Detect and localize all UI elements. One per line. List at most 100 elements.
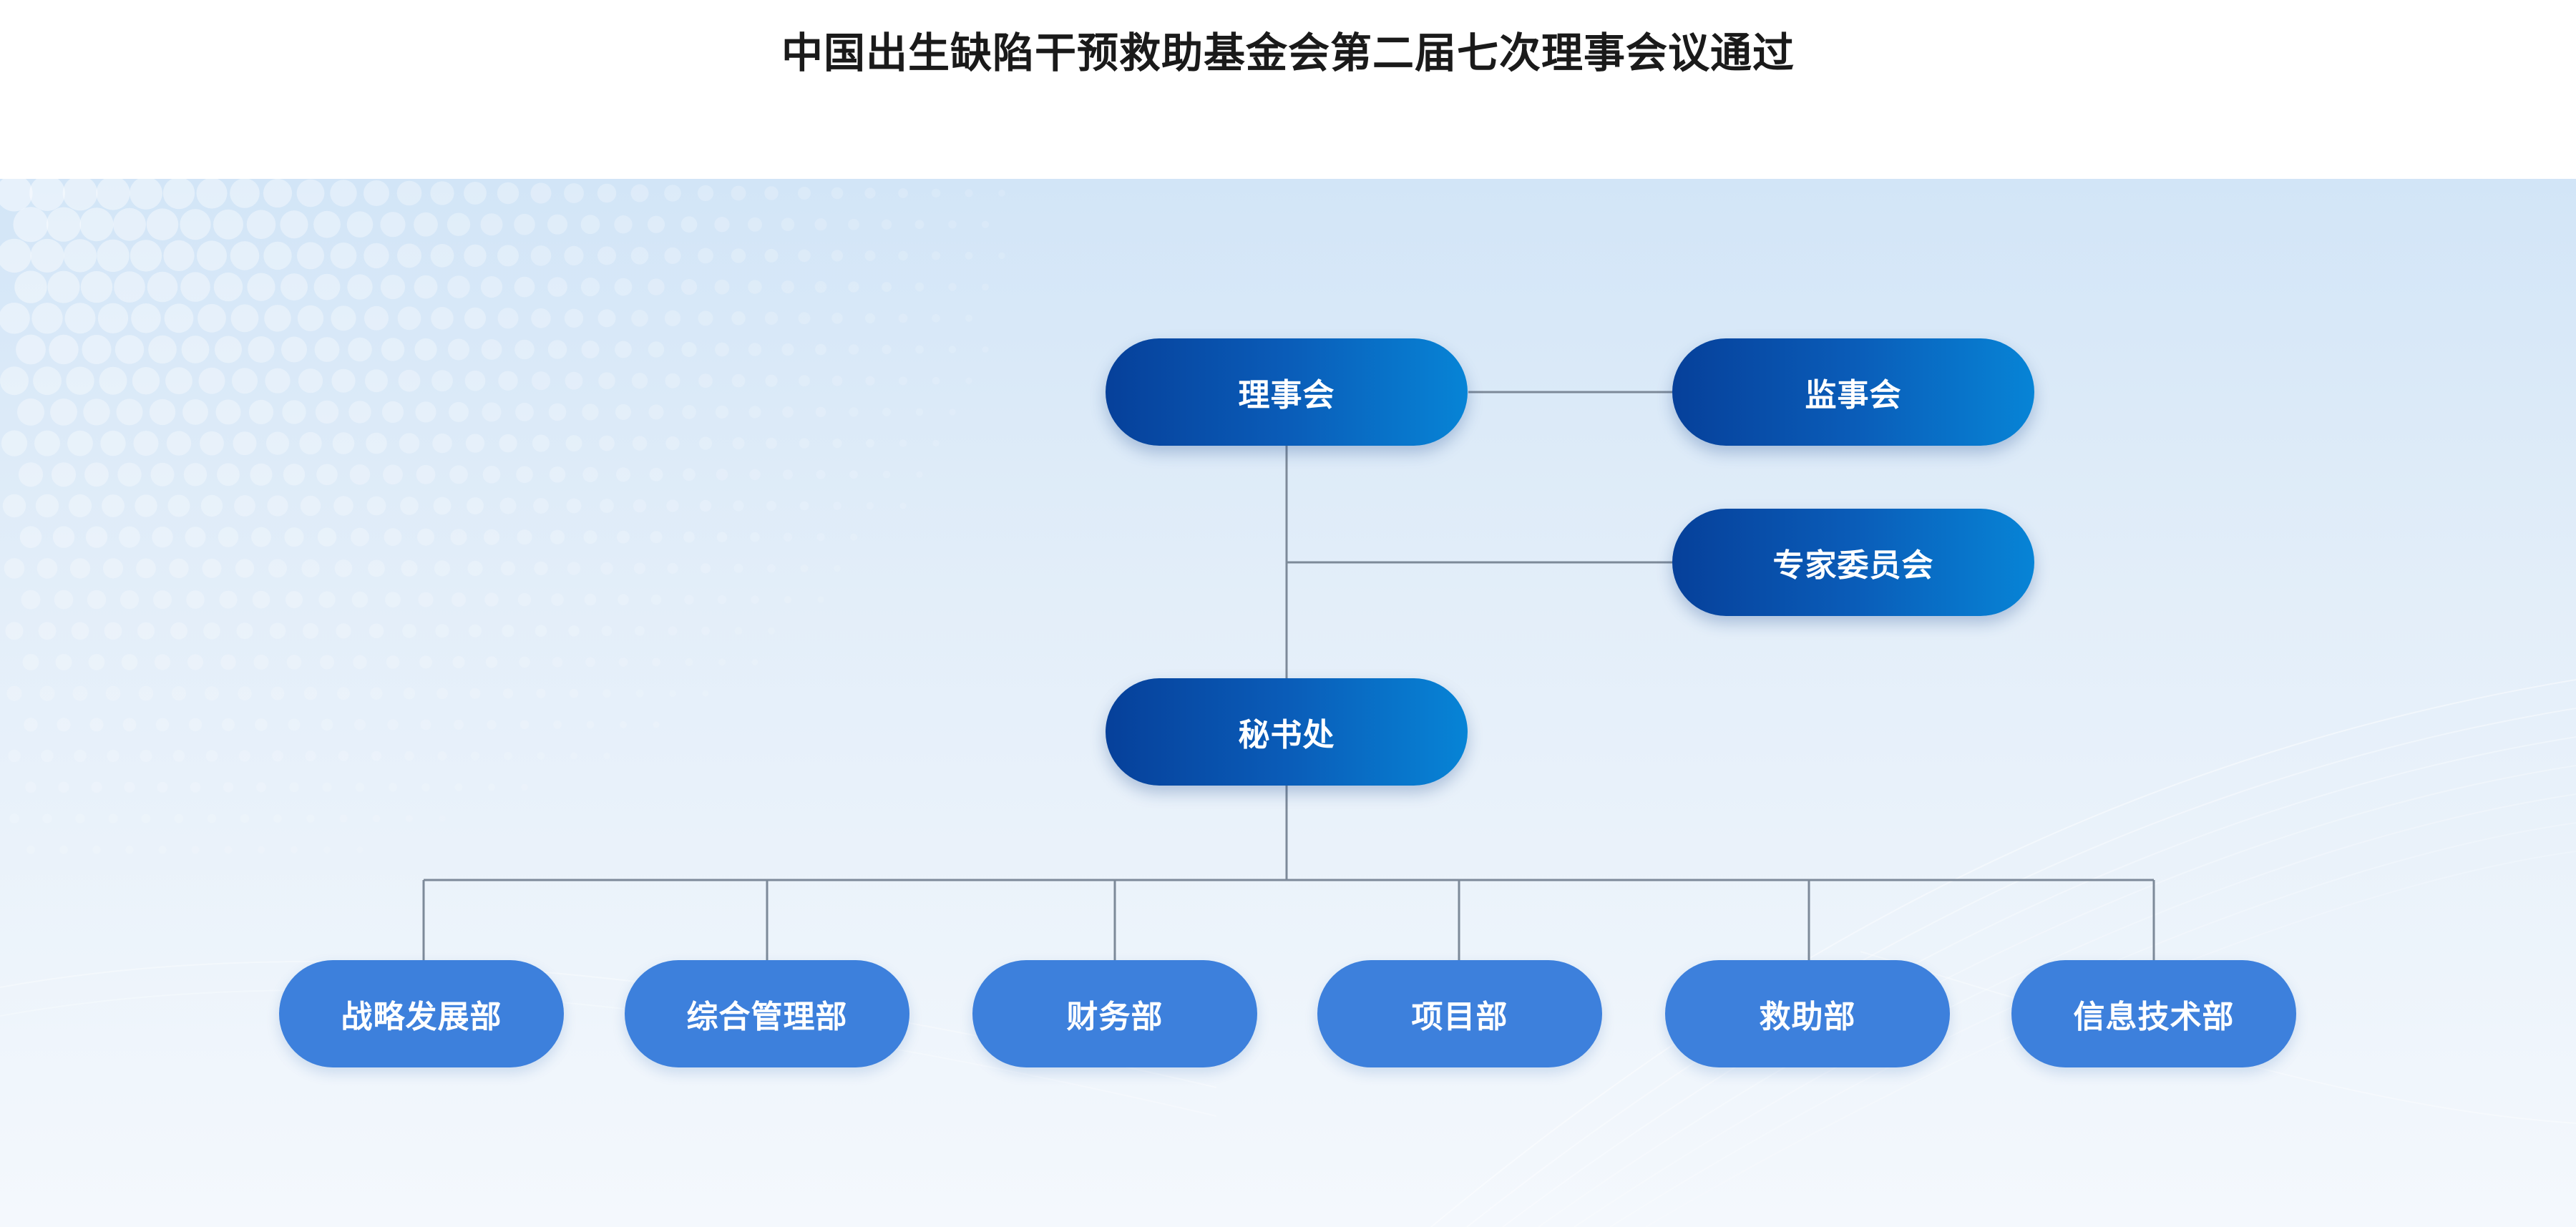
background-dot xyxy=(585,657,595,668)
background-dot xyxy=(514,276,535,298)
background-dot xyxy=(831,187,844,200)
background-dot xyxy=(172,750,185,762)
background-dot xyxy=(866,439,874,448)
background-dot xyxy=(264,305,291,332)
background-dot xyxy=(598,372,615,389)
background-dot xyxy=(716,532,728,542)
background-dot xyxy=(414,275,438,299)
background-dot xyxy=(848,281,859,293)
background-dot xyxy=(734,627,743,635)
background-dot xyxy=(618,594,629,605)
background-dot xyxy=(497,308,519,329)
background-dot xyxy=(89,718,104,732)
department-node: 综合管理部 xyxy=(625,960,909,1067)
background-dot xyxy=(633,499,647,513)
background-dot xyxy=(250,463,273,486)
background-dot xyxy=(603,753,610,760)
background-dot xyxy=(731,248,746,263)
background-dot xyxy=(35,494,59,518)
background-dot xyxy=(218,527,239,547)
background-dot xyxy=(97,303,129,333)
background-dot xyxy=(351,527,369,547)
background-dot xyxy=(137,622,155,640)
background-dot xyxy=(236,622,253,640)
background-dot xyxy=(533,498,549,514)
background-dot xyxy=(207,813,217,823)
background-dot xyxy=(202,558,222,578)
background-dot xyxy=(283,464,306,486)
background-dot xyxy=(815,406,826,418)
background-dot xyxy=(517,529,532,545)
background-dot xyxy=(42,813,52,823)
background-dot xyxy=(615,341,632,358)
background-dot xyxy=(130,179,162,210)
background-dot xyxy=(62,179,98,211)
background-dot xyxy=(866,502,874,510)
background-dot xyxy=(832,439,842,449)
background-dot xyxy=(263,241,292,270)
background-dot xyxy=(701,626,710,635)
background-dot xyxy=(648,278,665,295)
background-dot xyxy=(235,559,255,578)
background-dot xyxy=(233,431,257,456)
background-dot xyxy=(601,625,613,637)
background-dot xyxy=(447,212,471,236)
background-dot xyxy=(430,244,454,268)
background-dot xyxy=(864,313,876,323)
background-dot xyxy=(234,495,255,517)
background-dot xyxy=(238,686,252,700)
background-dot xyxy=(564,245,584,265)
background-dot xyxy=(338,751,349,761)
background-dot xyxy=(547,277,567,297)
background-dot xyxy=(484,592,499,607)
dot-pattern xyxy=(0,179,1005,854)
background-dot xyxy=(372,814,381,823)
background-dot xyxy=(437,751,447,761)
background-dot xyxy=(668,626,678,636)
background-dot xyxy=(531,371,551,391)
background-dot xyxy=(982,346,989,353)
background-dot xyxy=(141,813,151,823)
background-dot xyxy=(414,212,438,237)
background-dot xyxy=(931,188,941,198)
background-dot xyxy=(281,336,307,363)
background-dot xyxy=(534,561,548,576)
background-dot xyxy=(766,437,777,449)
background-dot xyxy=(389,783,397,792)
background-dot xyxy=(439,815,446,822)
background-dot xyxy=(850,533,857,541)
background-dot xyxy=(114,335,145,364)
background-dot xyxy=(647,215,665,233)
background-dot xyxy=(0,366,29,396)
background-dot xyxy=(364,243,389,269)
background-dot xyxy=(733,500,744,512)
background-dot xyxy=(96,179,130,210)
background-dot xyxy=(183,463,208,487)
background-dot xyxy=(882,471,891,479)
background-dot xyxy=(135,494,157,517)
background-dot xyxy=(849,407,859,417)
background-dot xyxy=(630,247,649,265)
background-dot xyxy=(82,335,112,364)
background-dot xyxy=(467,560,483,577)
background-dot xyxy=(648,404,664,420)
background-dot xyxy=(401,559,418,577)
background-dot xyxy=(84,462,109,487)
background-dot xyxy=(404,751,414,761)
background-dot xyxy=(219,590,238,609)
background-dot xyxy=(748,280,762,294)
background-dot xyxy=(635,625,645,636)
background-dot xyxy=(652,658,660,667)
background-dot xyxy=(104,622,122,640)
background-dot xyxy=(386,655,400,669)
background-dot xyxy=(650,531,663,544)
background-dot xyxy=(248,399,274,424)
background-dot xyxy=(155,718,170,732)
background-dot xyxy=(549,466,566,483)
background-dot xyxy=(190,782,201,793)
background-dot xyxy=(63,239,97,273)
background-dot xyxy=(716,469,728,481)
background-dot xyxy=(398,369,421,392)
background-dot xyxy=(246,210,276,239)
